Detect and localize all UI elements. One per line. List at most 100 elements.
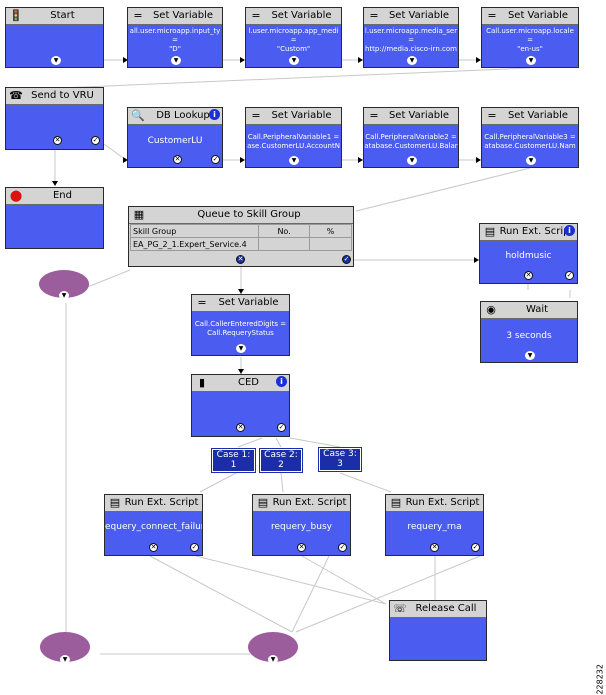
exit-port[interactable]: ▼ <box>51 56 61 65</box>
case-3-label[interactable]: Case 3: 3 <box>318 447 362 472</box>
vru-icon: ☎ <box>9 89 23 102</box>
equals-icon: = <box>487 109 497 122</box>
success-port[interactable]: ✓ <box>342 255 351 264</box>
release-call-node[interactable]: ☏Release Call <box>389 600 487 661</box>
failure-port[interactable]: ✕ <box>236 255 245 264</box>
table-cell <box>309 237 352 251</box>
equals-icon: = <box>369 9 379 22</box>
queue-to-skill-group-node[interactable]: ▦Queue to Skill Group Skill Group No. % … <box>128 206 354 267</box>
table-cell <box>258 237 310 251</box>
node-body: equery_connect_failur <box>105 522 202 532</box>
connector-oval-bottom-left[interactable]: ▼ <box>40 632 90 664</box>
variable-line: "D" <box>169 45 181 53</box>
equals-icon: = <box>369 109 379 122</box>
success-port[interactable]: ✓ <box>211 155 220 164</box>
traffic-light-icon: 🚦 <box>9 9 23 22</box>
set-variable-peripheral1-node[interactable]: =Set Variable Call.PeripheralVariable1 =… <box>245 107 342 168</box>
exit-port[interactable]: ▼ <box>525 351 535 360</box>
variable-line: atabase.CustomerLU.Nam <box>484 142 576 150</box>
failure-port[interactable]: ✕ <box>524 271 533 280</box>
node-title: Set Variable <box>507 10 569 21</box>
exit-port[interactable]: ▼ <box>289 56 299 65</box>
exit-port[interactable]: ▼ <box>60 655 70 664</box>
failure-port[interactable]: ✕ <box>149 543 158 552</box>
success-port[interactable]: ✓ <box>565 271 574 280</box>
case-number: 3 <box>337 459 343 469</box>
exit-port[interactable]: ▼ <box>289 156 299 165</box>
failure-port[interactable]: ✕ <box>173 155 182 164</box>
column-header: % <box>309 224 352 238</box>
success-port[interactable]: ✓ <box>277 423 286 432</box>
exit-port[interactable]: ▼ <box>59 291 69 300</box>
script-icon: ▤ <box>257 496 269 509</box>
table-row[interactable]: EA_PG_2_1.Expert_Service.4 <box>129 237 352 251</box>
send-to-vru-node[interactable]: ☎Send to VRU ✕ ✓ <box>5 87 104 150</box>
case-label-text: Case 2: <box>264 450 298 460</box>
node-title: Release Call <box>415 603 477 614</box>
info-icon: i <box>209 109 220 120</box>
set-variable-media-server-node[interactable]: =Set Variable l.user.microapp.media_ser … <box>363 7 459 68</box>
end-node[interactable]: ⬤End <box>5 187 104 249</box>
success-port[interactable]: ✓ <box>471 543 480 552</box>
variable-line: Call.user.microapp.locale <box>486 27 574 35</box>
column-header: Skill Group <box>129 224 260 238</box>
script-icon: ▤ <box>484 225 496 238</box>
exit-port[interactable]: ▼ <box>268 655 278 664</box>
variable-line: = <box>527 36 533 44</box>
case-label-text: Case 1: <box>216 450 251 460</box>
equals-icon: = <box>251 109 261 122</box>
run-script-busy-node[interactable]: ▤Run Ext. Script requery_busy ✕ ✓ <box>252 494 351 556</box>
figure-id: 228232 <box>596 664 605 695</box>
node-title: Start <box>50 10 75 21</box>
case-2-label[interactable]: Case 2: 2 <box>259 448 303 473</box>
exit-port[interactable]: ▼ <box>236 344 246 353</box>
connector-oval-left-top[interactable]: ▼ <box>39 270 89 300</box>
failure-port[interactable]: ✕ <box>430 543 439 552</box>
run-script-connect-failure-node[interactable]: ▤Run Ext. Script equery_connect_failur ✕… <box>104 494 203 556</box>
node-title: Set Variable <box>388 10 450 21</box>
variable-line: = <box>408 36 414 44</box>
exit-port[interactable]: ▼ <box>171 56 181 65</box>
script-icon: ▤ <box>390 496 402 509</box>
success-port[interactable]: ✓ <box>338 543 347 552</box>
exit-port[interactable]: ▼ <box>407 56 417 65</box>
variable-line: "Custom" <box>276 45 311 53</box>
variable-line: = <box>172 36 178 44</box>
exit-port[interactable]: ▼ <box>526 156 536 165</box>
skill-group-table[interactable]: Skill Group No. % EA_PG_2_1.Expert_Servi… <box>129 224 352 258</box>
info-icon: i <box>564 225 575 236</box>
case-number: 1 <box>230 460 237 470</box>
column-header: No. <box>258 224 310 238</box>
set-variable-peripheral2-node[interactable]: =Set Variable Call.PeripheralVariable2 =… <box>363 107 459 168</box>
failure-port[interactable]: ✕ <box>236 423 245 432</box>
exit-port[interactable]: ▼ <box>407 156 417 165</box>
set-variable-input-type-node[interactable]: =Set Variable all.user.microapp.input_ty… <box>127 7 223 68</box>
connector-lines <box>11 57 571 655</box>
start-node[interactable]: 🚦 Start ▼ <box>5 7 104 68</box>
equals-icon: = <box>487 9 497 22</box>
failure-port[interactable]: ✕ <box>53 136 62 145</box>
success-port[interactable]: ✓ <box>91 136 100 145</box>
stop-icon: ⬤ <box>9 189 23 202</box>
variable-line: ase.CustomerLU.AccountN <box>247 142 340 150</box>
case-1-label[interactable]: Case 1: 1 <box>211 448 256 473</box>
variable-line: = <box>290 36 297 44</box>
set-variable-app-media-node[interactable]: =Set Variable l.user.microapp.app_medi =… <box>245 7 342 68</box>
exit-port[interactable]: ▼ <box>526 56 536 65</box>
node-title: CED <box>237 377 259 388</box>
variable-line: Call.PeripheralVariable3 = <box>484 133 576 141</box>
set-variable-caller-digits-node[interactable]: =Set Variable Call.CallerEnteredDigits =… <box>191 294 290 356</box>
set-variable-peripheral3-node[interactable]: =Set Variable Call.PeripheralVariable3 =… <box>481 107 579 168</box>
node-title: Set Variable <box>388 110 450 121</box>
node-title: Set Variable <box>271 10 332 21</box>
set-variable-locale-node[interactable]: =Set Variable Call.user.microapp.locale … <box>481 7 579 68</box>
info-icon: i <box>276 376 287 387</box>
failure-port[interactable]: ✕ <box>297 543 306 552</box>
wait-node[interactable]: ◉Wait 3 seconds ▼ <box>480 301 578 363</box>
success-port[interactable]: ✓ <box>190 543 199 552</box>
connector-oval-bottom-center[interactable]: ▼ <box>248 632 298 664</box>
run-script-rna-node[interactable]: ▤Run Ext. Script requery_rna ✕ ✓ <box>385 494 484 556</box>
